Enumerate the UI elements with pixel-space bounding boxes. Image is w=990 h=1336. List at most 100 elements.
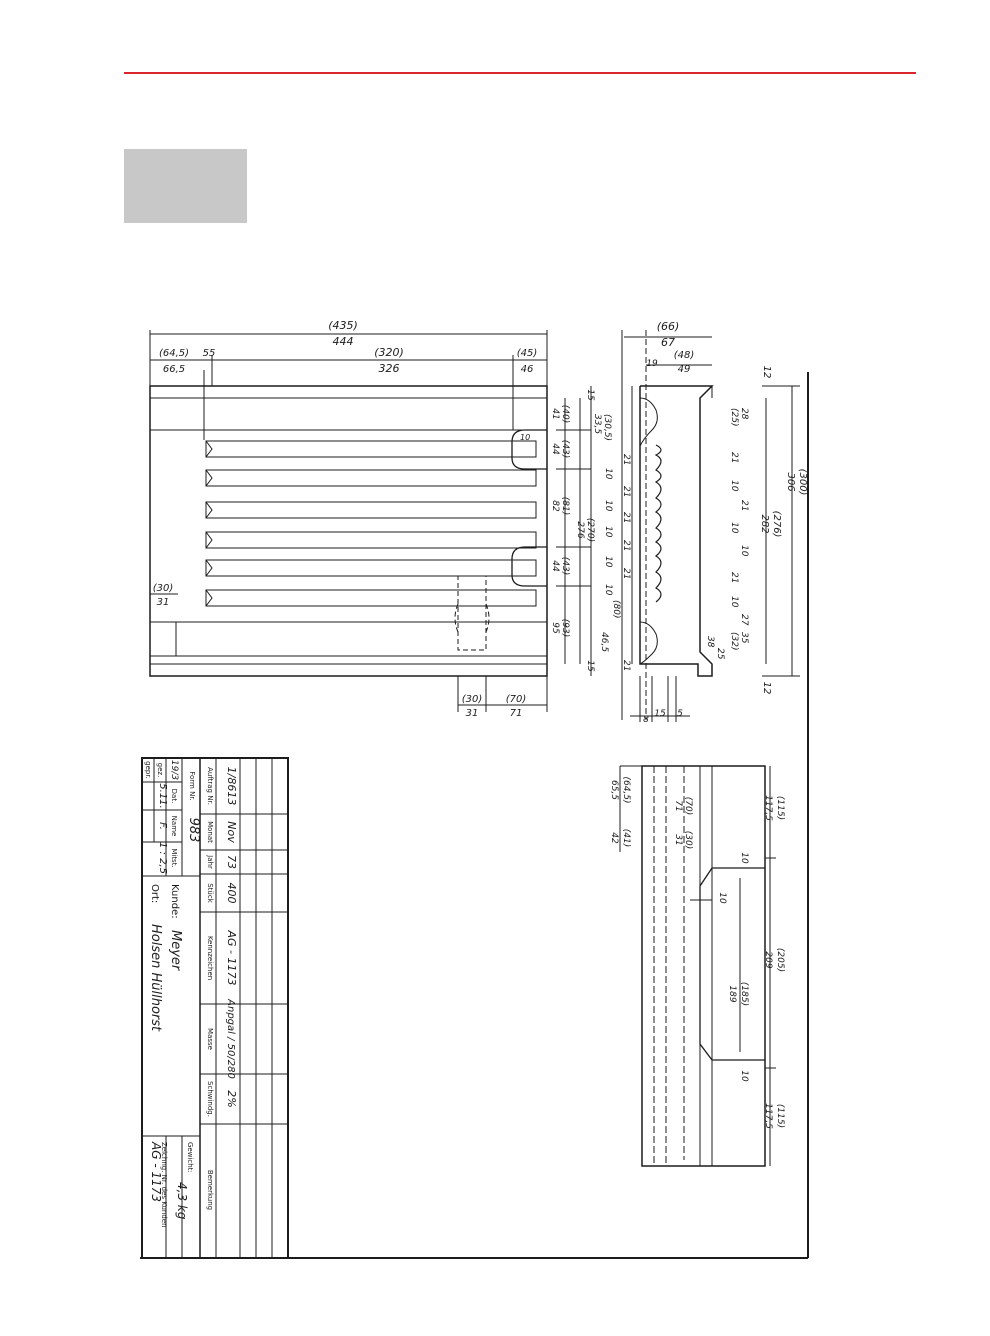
rib-r8: 276 [575,521,585,538]
tb-header-schwindg: Schwindg. [206,1081,214,1117]
dim-right2: 46 [521,364,534,375]
rib-r7: (270) [585,518,595,542]
svg-text:38: 38 [705,636,715,648]
rib-r9: (43) [560,557,570,575]
tb-gez-date: 5.11. [157,783,168,808]
rib-r10: 44 [550,560,560,572]
tb-value-stueck: 400 [225,883,238,904]
plan-p3: (41) [621,829,631,847]
svg-text:10: 10 [739,545,749,557]
dim-left2: 66,5 [163,364,185,375]
svg-text:21: 21 [621,512,631,523]
tb-value-kennzeichen: AG - 1173 [225,929,238,985]
tb-row-gez: gez. [156,763,164,778]
section-w2: 67 [661,336,675,349]
section-view: (66) 67 19 (48) 49 (30,5) 33,5 21 10 21 … [592,320,749,720]
right-dimensions: 12 (300) 306 (276) 282 12 [759,366,808,695]
svg-text:10: 10 [603,500,613,512]
tb-header-bemerkung: Bemerkung [206,1170,214,1210]
svg-text:35: 35 [739,632,749,644]
tb-header-kennzeichen: Kennzeichen [206,936,214,980]
tb-kunde-value: Meyer [168,930,183,972]
section-marker-box [124,149,247,223]
top-dimensions: (435) 444 (64,5) 66,5 55 (320) 326 (45) … [149,319,548,430]
rib-r5: (81) [560,497,570,515]
tb-zeichng-value: AG - 1173 [149,1141,163,1202]
svg-text:21: 21 [729,452,739,463]
plan-p4: 42 [609,832,619,844]
rib-s1: 15 [585,389,595,401]
svg-text:21: 21 [621,540,631,551]
svg-text:28: 28 [739,408,749,420]
svg-text:(80): (80) [611,600,621,618]
section-a3: 49 [678,364,691,375]
tb-gewicht-value: 4,3 kg [175,1182,189,1220]
rib-r1: (40) [560,405,570,423]
svg-text:10: 10 [603,584,613,596]
plan-q10: 117,5 [763,1103,773,1129]
dim-bottom-b6: 15 [654,709,666,719]
svg-text:10: 10 [729,522,739,534]
plan-view [641,765,766,1167]
section-a1: 19 [646,359,658,369]
dim-bottom-b5: 8 [643,715,649,725]
tb-meta-dat: Dat. [170,789,178,804]
plan-p5: (70) [683,797,693,815]
svg-text:21: 21 [729,572,739,583]
svg-text:21: 21 [621,568,631,579]
dim-overall2: 444 [333,335,354,348]
svg-text:33,5: 33,5 [592,414,602,434]
rib-r6: 82 [550,500,560,512]
tb-row-gepr: gepr. [144,761,152,779]
rib-r12: 95 [550,622,560,634]
title-block: Auftrag Nr. Monat Jahr Stück Kennzeichen… [141,757,289,1259]
plan-p8: 31 [673,834,683,845]
svg-text:10: 10 [520,433,530,442]
tb-header-jahr: Jahr [206,854,214,869]
svg-text:10: 10 [603,526,613,538]
dim-bottom-b2: 31 [466,708,479,719]
bottom-dimensions: (30) 31 (70) 71 [457,676,548,719]
plan-p1: (64,5) [621,776,631,803]
section-a2: (48) [674,350,695,361]
dim-bottom-b7: 5 [677,709,683,719]
tb-gewicht-label: Gewicht: [186,1142,194,1173]
svg-text:27: 27 [739,614,749,626]
dim-mid: (320) [374,346,404,359]
header-rule [124,72,916,74]
section-w1: (66) [657,320,680,333]
left-dimensions: (30) 31 [150,583,178,608]
dim-mid2: 326 [379,362,400,375]
tb-row-19-3: 19/3 [169,760,179,780]
tb-value-auftrag: 1/8613 [225,767,238,806]
plan-q2: 117,5 [763,795,773,821]
svg-text:(25): (25) [729,408,739,426]
tb-header-auftrag: Auftrag Nr. [206,767,214,805]
tb-ort-label: Ort: [149,884,160,903]
plan-dimensions: (64,5) 65,5 (41) 42 (70) 71 (30) 31 (115… [609,765,785,1166]
top-view: 10 [149,370,548,677]
tb-header-form-nr: Form Nr. [188,771,196,801]
plan-p7: (30) [683,831,693,849]
rib-slots [205,440,537,607]
plan-q3: 10 [739,852,749,864]
dim-left-d2: 31 [157,597,170,608]
plan-p6: 71 [673,800,683,811]
right-r3: 306 [785,472,796,491]
tb-header-stueck: Stück [206,883,214,903]
plan-q7: 189 [727,985,737,1002]
tb-kunde-label: Kunde: [169,884,180,919]
svg-text:25: 25 [715,648,725,660]
dim-overall: (435) [328,319,358,332]
tb-value-schwindg: 2% [225,1090,238,1107]
tb-value-jahr: 73 [225,855,238,869]
dim-bottom-b4: 71 [510,708,523,719]
dim-left3: 55 [203,348,216,359]
tb-scale: 1 : 2,5 [157,842,168,874]
tb-gez-name: F. [157,822,168,830]
rib-r11: (93) [560,619,570,637]
plan-q8: 10 [739,1070,749,1082]
rib-r3: 44 [550,443,560,455]
plan-q1: (115) [775,796,785,820]
